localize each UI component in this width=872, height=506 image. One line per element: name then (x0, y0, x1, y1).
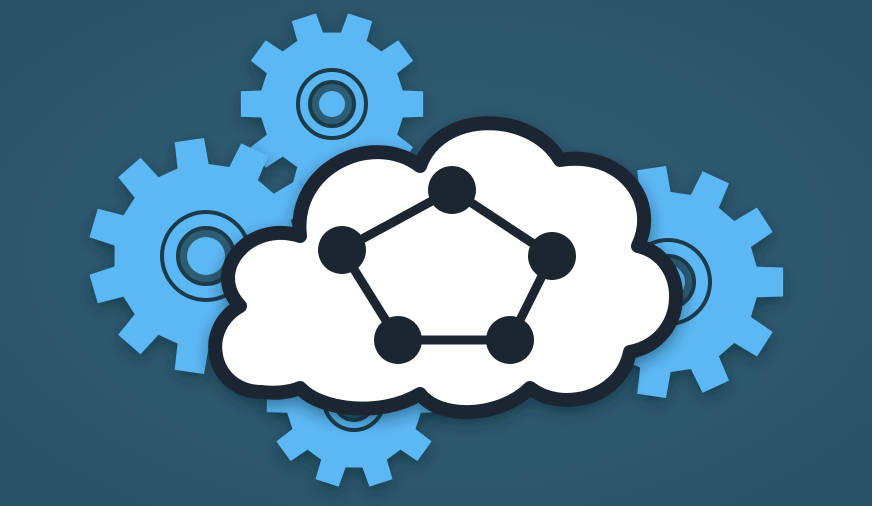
network-pentagon-icon (318, 166, 576, 364)
network-node-bottom-left (374, 316, 422, 364)
network-node-bottom-right (486, 316, 534, 364)
network-node-left (318, 226, 366, 274)
network-node-right (528, 232, 576, 280)
network-node-top (428, 166, 476, 214)
cloud-icon (208, 116, 684, 419)
